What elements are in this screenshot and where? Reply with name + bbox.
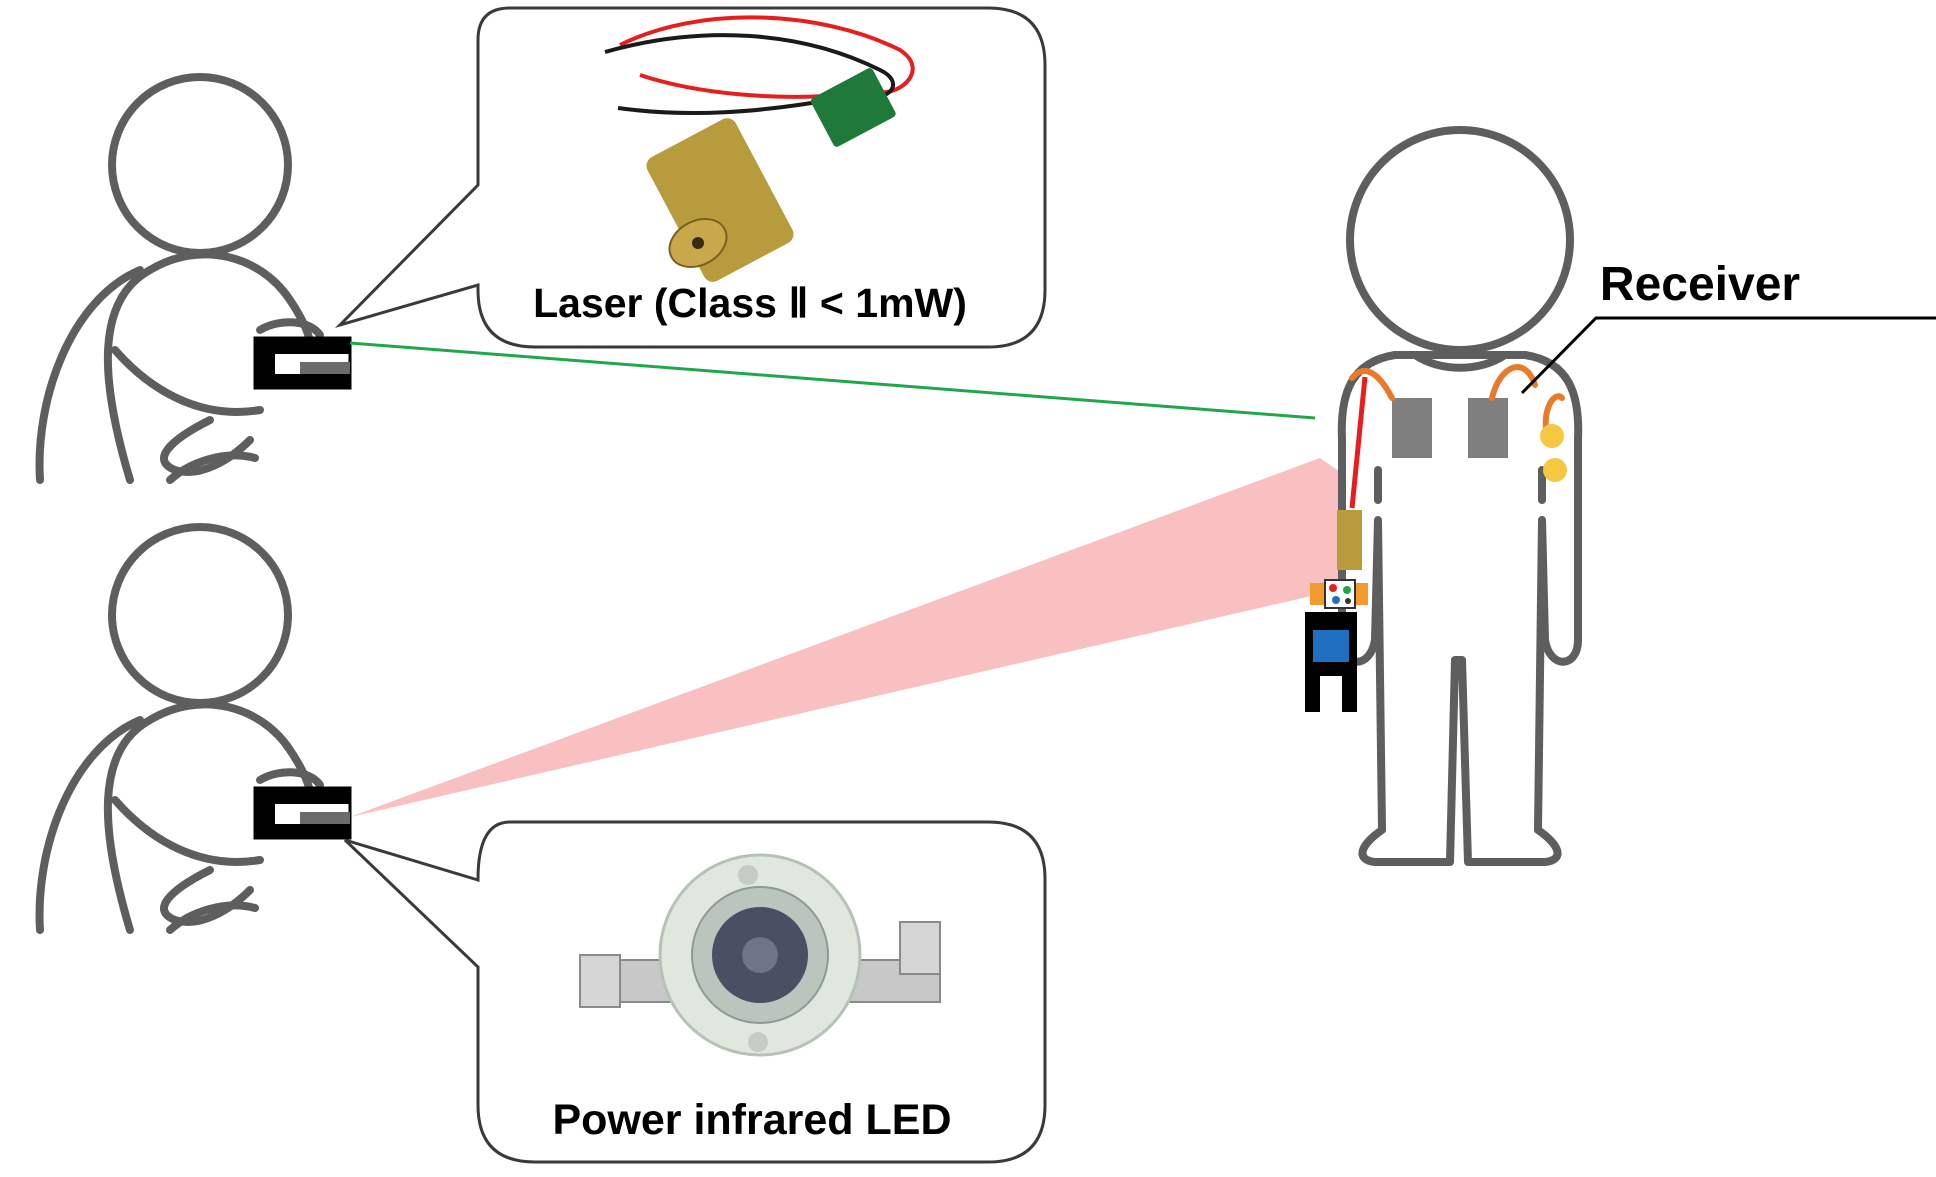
sender-person-top xyxy=(35,73,324,484)
handheld-transmitter-icon xyxy=(253,336,352,390)
receiver-label-group: Receiver xyxy=(1520,258,1936,395)
receiver-sensor-right xyxy=(1468,364,1538,458)
led-callout: Power infrared LED xyxy=(343,820,1047,1164)
sender-person-bottom xyxy=(35,523,324,934)
receiver-sensor-left xyxy=(1349,367,1432,458)
led-label: Power infrared LED xyxy=(552,1096,951,1144)
handheld-transmitter-icon xyxy=(253,786,352,840)
laser-diode-module-icon xyxy=(604,15,915,282)
receiver-person xyxy=(1337,126,1583,866)
laser-label: Laser (Class Ⅱ < 1mW) xyxy=(533,280,967,326)
laser-beam xyxy=(349,341,1316,420)
power-ir-led-icon xyxy=(579,853,941,1057)
receiver-sensor-arm xyxy=(1540,393,1567,482)
laser-callout: Laser (Class Ⅱ < 1mW) xyxy=(334,6,1047,349)
receiver-laser-module xyxy=(1337,376,1368,570)
receiver-label: Receiver xyxy=(1600,258,1800,311)
receiver-board-icon xyxy=(1305,579,1368,712)
ir-beam xyxy=(350,458,1468,817)
